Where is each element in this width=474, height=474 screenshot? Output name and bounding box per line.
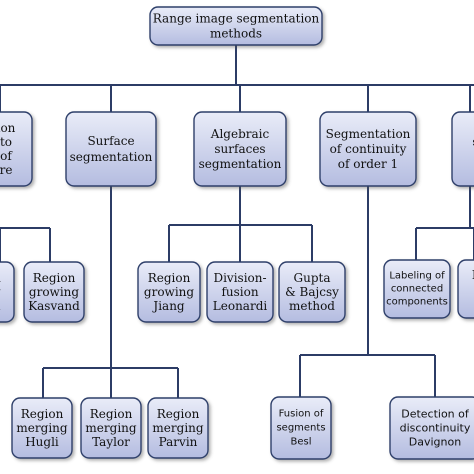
level2-node-l2g-label-line: M: [472, 268, 474, 282]
level3-node-l3d-label-line: Besl: [290, 437, 311, 448]
level1-node-l1a-label-line: of: [0, 149, 13, 163]
connector-lines: [0, 45, 474, 398]
level3-node-l3d-frame: [270, 396, 332, 460]
level2-node-l2e-label-line: & Bajcsy: [285, 285, 339, 299]
level3-node-l3b-label-line: Taylor: [92, 435, 130, 449]
level1-node-l1a-box: iontoofre: [0, 111, 33, 187]
level2-node-l2c-label-line: Jiang: [151, 299, 185, 313]
level2-node-l2a-label-line: a: [0, 299, 1, 313]
level1-node-l1b-label-line: segmentation: [70, 150, 153, 164]
level2-node-l2g-box: MB: [457, 259, 474, 319]
level3-node-l3a-label-line: Hugli: [25, 435, 59, 449]
level2-node-l2f-label-line: connected: [391, 284, 443, 295]
level2-node-l2f-label-line: components: [386, 297, 448, 308]
level3-node-l3e-label-line: Davignon: [409, 436, 461, 449]
level2-node-l2d-label-line: Division-: [213, 271, 266, 285]
level2-node-l2c-frame: [137, 261, 201, 323]
level1-node-l1d-label-line: of order 1: [338, 157, 398, 171]
level3-node-l3d-label-line: Fusion of: [279, 409, 324, 420]
level3-node-l3b-label-line: merging: [85, 421, 136, 435]
level3-node-l3c-label-line: merging: [152, 421, 203, 435]
level1-node-l1d-label-line: of continuity: [330, 142, 407, 156]
level1-node-l1d-label-line: Segmentation: [326, 127, 411, 141]
level2-node-l2b-label-line: Region: [33, 271, 76, 285]
level2-node-l2e-label-line: Gupta: [294, 271, 331, 285]
level3-node-l3e-frame: [389, 396, 474, 460]
level1-node-l1b-frame: [65, 111, 157, 187]
level1-node-l1b-label-line: Surface: [87, 134, 134, 148]
level1-node-l1e-box: sego: [451, 111, 474, 187]
level2-node-l2f-box: Labeling of connected components: [383, 259, 451, 319]
level3-node-l3d-label-line: segments: [276, 423, 325, 434]
level1-node-l1c-label-line: Algebraic: [210, 127, 270, 141]
level2-node-l2a-box: nga: [0, 261, 15, 323]
level3-node-l3c-label-line: Parvin: [159, 435, 198, 449]
level3-node-l3a-label-line: Region: [21, 407, 64, 421]
level3-node-l3a-frame: [11, 397, 73, 459]
level2-node-l2c-label-line: growing: [144, 285, 194, 299]
level2-node-l2b-label-line: growing: [29, 285, 79, 299]
root-node-label-line: Range image segmentation: [153, 12, 320, 26]
level2-node-l2f-label-line: Labeling of: [389, 271, 445, 282]
level1-node-l1b-box: Surface segmentation: [65, 111, 157, 187]
level2-node-l2a-label-line: g: [0, 285, 1, 299]
level2-node-l2a-label-line: n: [0, 271, 1, 285]
level1-node-l1a-label-line: ion: [0, 121, 16, 135]
level3-node-l3e-label-line: discontinuity: [400, 422, 471, 435]
root-node-frame: [149, 6, 323, 46]
level1-node-l1a-label-line: re: [0, 163, 12, 177]
level2-node-l2b-frame: [23, 261, 85, 323]
level3-node-l3c-frame: [147, 397, 209, 459]
level2-node-l2d-frame: [206, 261, 274, 323]
level3-node-l3e-label-line: Detection of: [401, 408, 470, 421]
level1-node-l1e-frame: [451, 111, 474, 187]
level1-node-l1c-label-line: surfaces: [214, 142, 265, 156]
level1-node-l1c-label-line: segmentation: [199, 157, 282, 171]
level3-node-l3c-label-line: Region: [157, 407, 200, 421]
level3-node-l3a-label-line: merging: [16, 421, 67, 435]
level2-node-l2b-label-line: Kasvand: [28, 299, 80, 313]
level2-node-l2g-frame: [457, 259, 474, 319]
level3-node-l3b-label-line: Region: [90, 407, 133, 421]
level3-node-l3b-frame: [80, 397, 142, 459]
level2-node-l2c-label-line: Region: [148, 271, 191, 285]
level1-node-l1a-label-line: to: [0, 135, 12, 149]
level2-node-l2a-frame: [0, 261, 15, 323]
level1-node-l1c-frame: [193, 111, 287, 187]
level2-node-l2e-label-line: method: [289, 299, 335, 313]
level2-node-l2d-label-line: fusion: [221, 285, 258, 299]
root-node-label-line: methods: [210, 27, 262, 41]
level2-node-l2d-label-line: Leonardi: [213, 299, 268, 313]
level1-node-l1d-frame: [319, 111, 417, 187]
level1-node-l1a-frame: [0, 111, 33, 187]
level2-node-l2e-frame: [278, 261, 346, 323]
level1-node-l1e-label-line: seg: [472, 136, 474, 149]
level2-node-l2f-frame: [383, 259, 451, 319]
